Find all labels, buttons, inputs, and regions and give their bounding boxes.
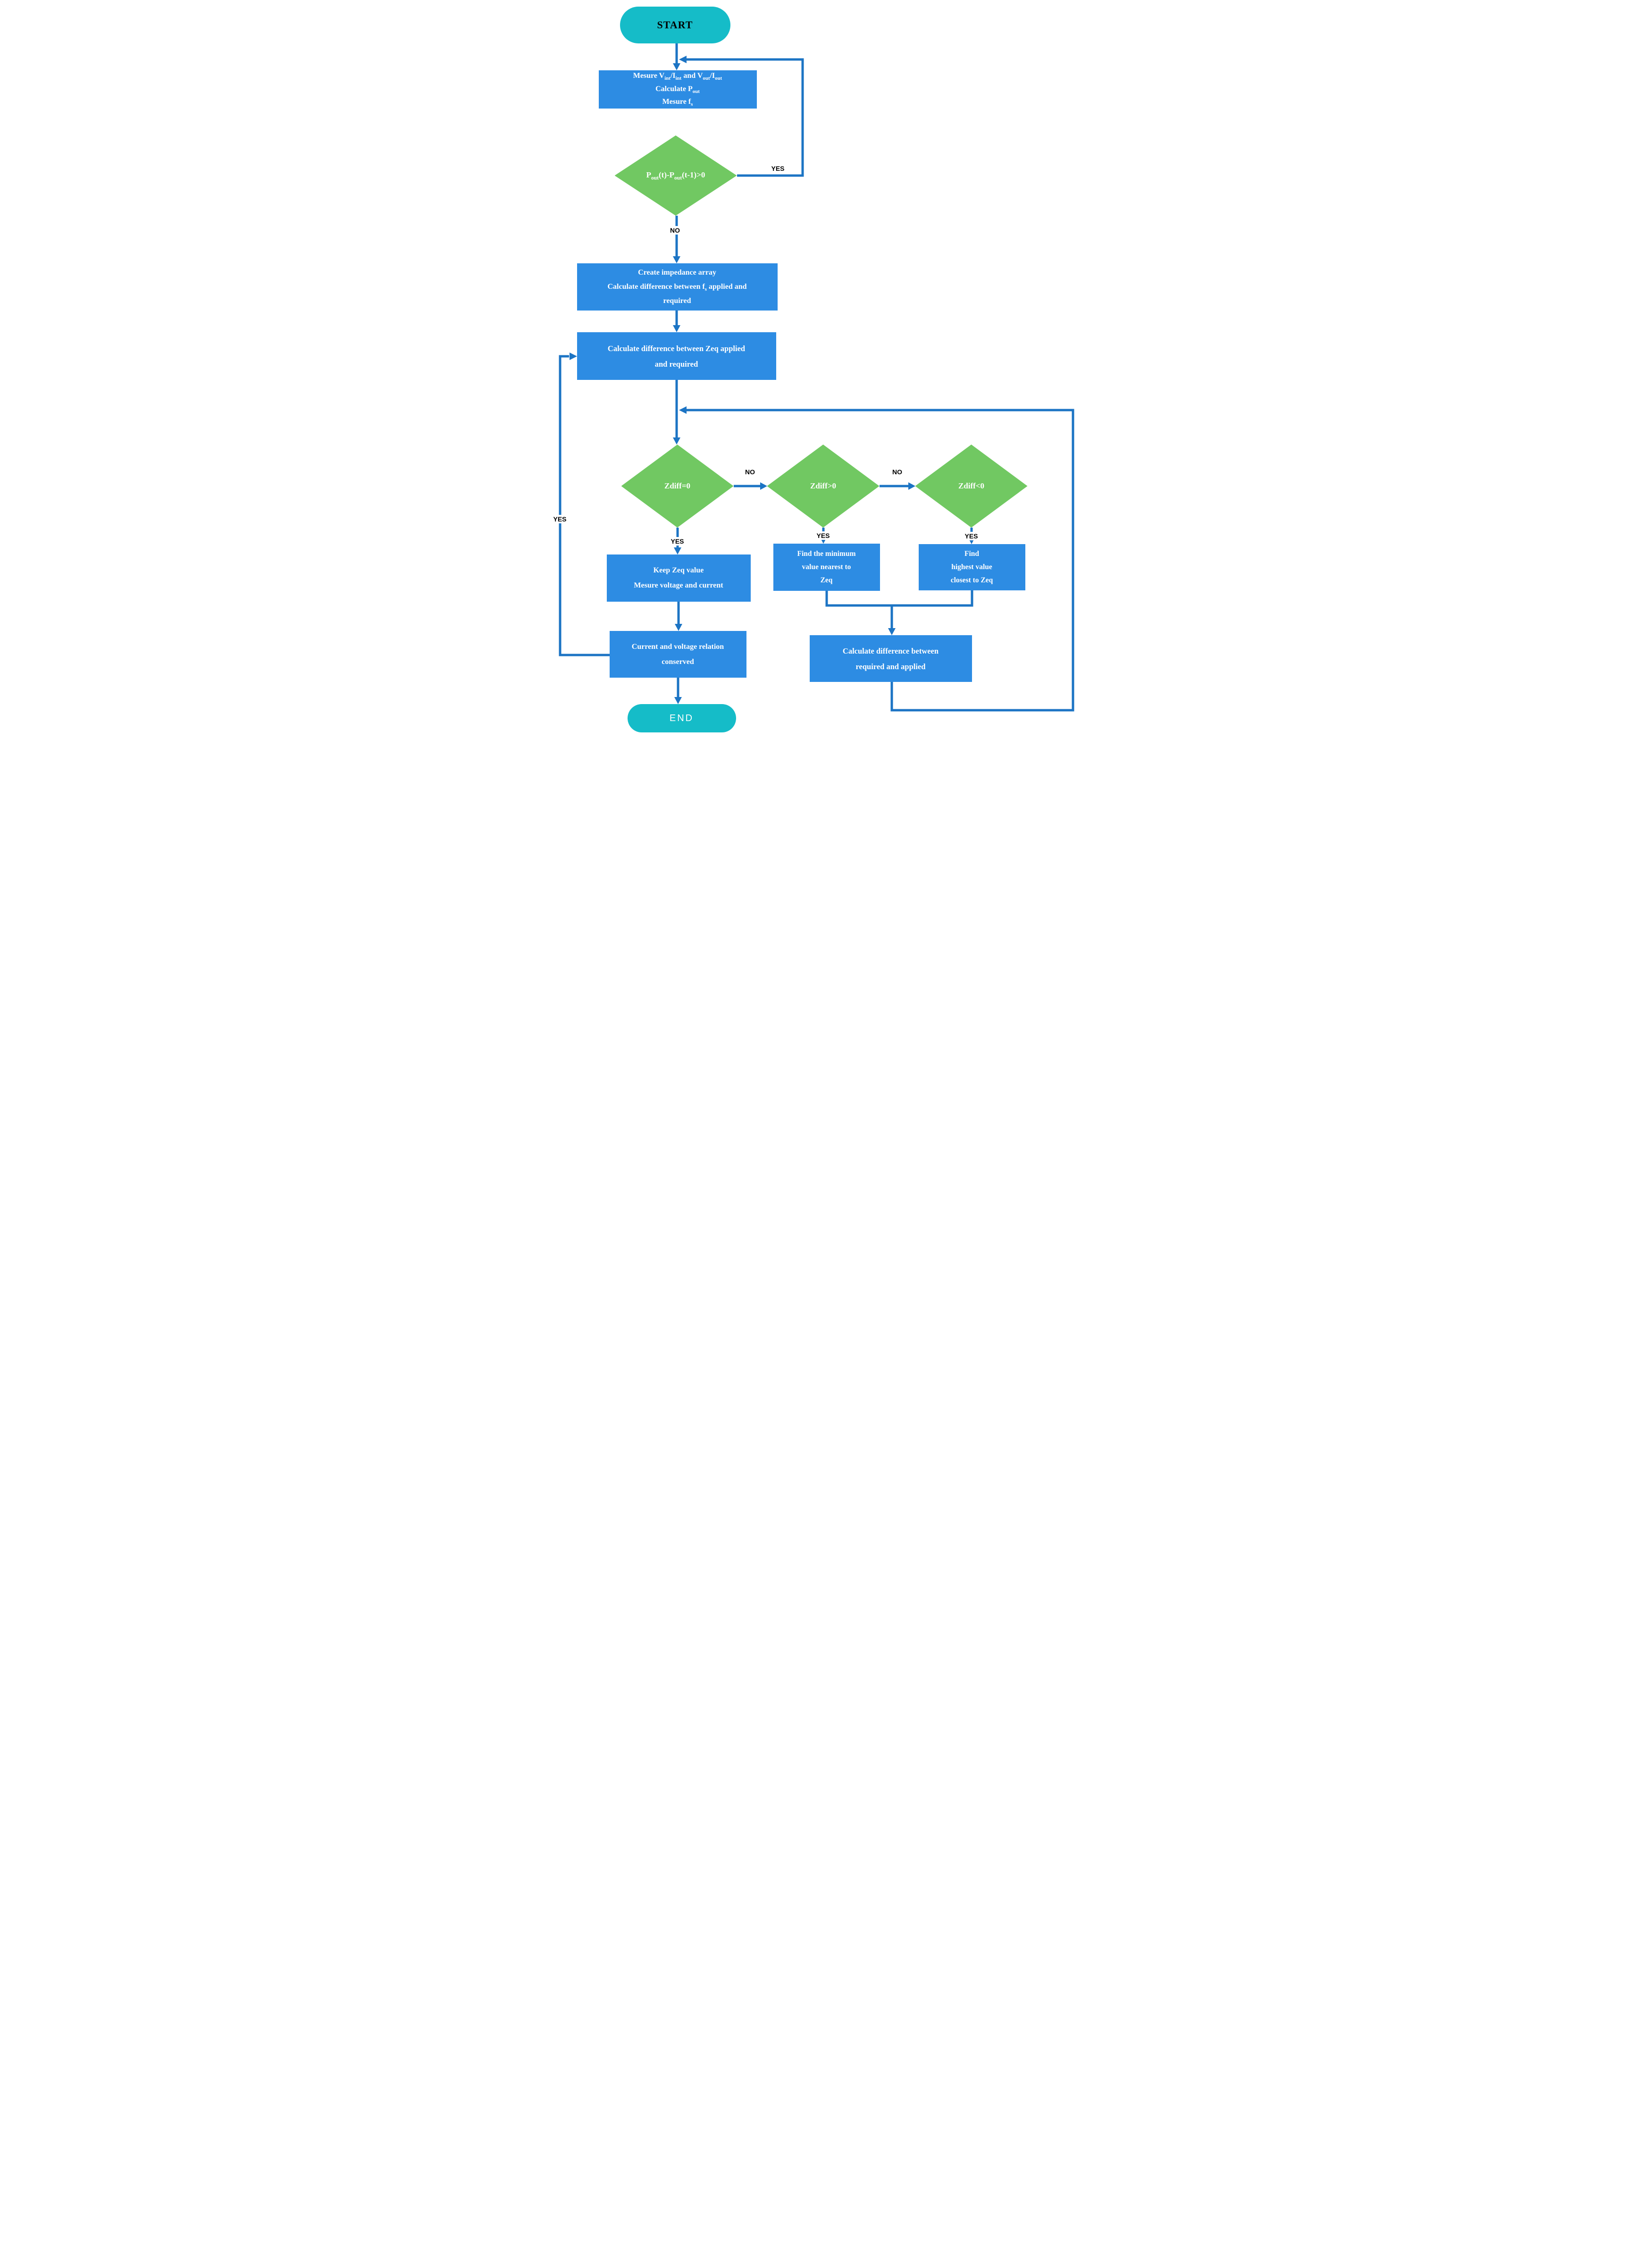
edge-label-yes-zdiff-lt: YES	[963, 532, 980, 540]
edge-left-yes-loop	[559, 355, 610, 656]
arrowhead-into-zdiffgt	[760, 482, 767, 490]
process-zeq-difference: Calculate difference between Zeq applied…	[577, 332, 776, 380]
arrowhead-into-end	[674, 697, 682, 704]
edge-label-yes-loop: YES	[769, 164, 787, 173]
arrowhead-into-zeqdiff-left	[569, 353, 577, 360]
process-zeq-difference-text: Calculate difference between Zeq applied…	[607, 344, 746, 369]
start-terminator: START	[620, 7, 730, 43]
arrowhead-into-zeqdiff	[672, 325, 680, 332]
decision-pout-text: Pout(t)-Pout(t-1)>0	[646, 170, 705, 181]
edge-label-no-pout: NO	[668, 226, 682, 235]
edge-yes-loop	[686, 58, 804, 177]
arrowhead-feedback-merge	[679, 406, 687, 414]
edge-right-feedback-loop	[686, 409, 1074, 712]
arrowhead-into-conserved	[674, 624, 682, 631]
arrowhead-into-keep	[673, 547, 681, 554]
decision-zdiff-lt0-text: Zdiff<0	[958, 481, 985, 490]
arrowhead-into-create	[672, 256, 680, 263]
arrowhead-into-zdifflt	[908, 482, 915, 490]
edge-label-yes-zdiff-eq: YES	[669, 537, 686, 546]
connector-layer	[559, 43, 1074, 712]
edge-find-junction	[825, 590, 973, 607]
edge-label-no-zdiff-eq: NO	[743, 468, 757, 476]
end-label: END	[669, 713, 694, 723]
arrowhead-yes-loop	[679, 56, 687, 63]
edge-label-yes-zdiff-gt: YES	[814, 531, 832, 540]
decision-zdiff-eq0-text: Zdiff=0	[664, 481, 691, 490]
edge-label-no-zdiff-gt: NO	[890, 468, 904, 476]
arrowhead-into-measure	[672, 63, 680, 70]
arrowhead-into-calc	[888, 628, 896, 635]
end-terminator: END	[627, 704, 736, 732]
decision-zdiff-gt0-text: Zdiff>0	[810, 481, 837, 490]
start-label: START	[657, 19, 693, 31]
arrowhead-into-zdiffeq	[672, 437, 680, 445]
edge-label-yes-left-loop: YES	[551, 515, 569, 523]
